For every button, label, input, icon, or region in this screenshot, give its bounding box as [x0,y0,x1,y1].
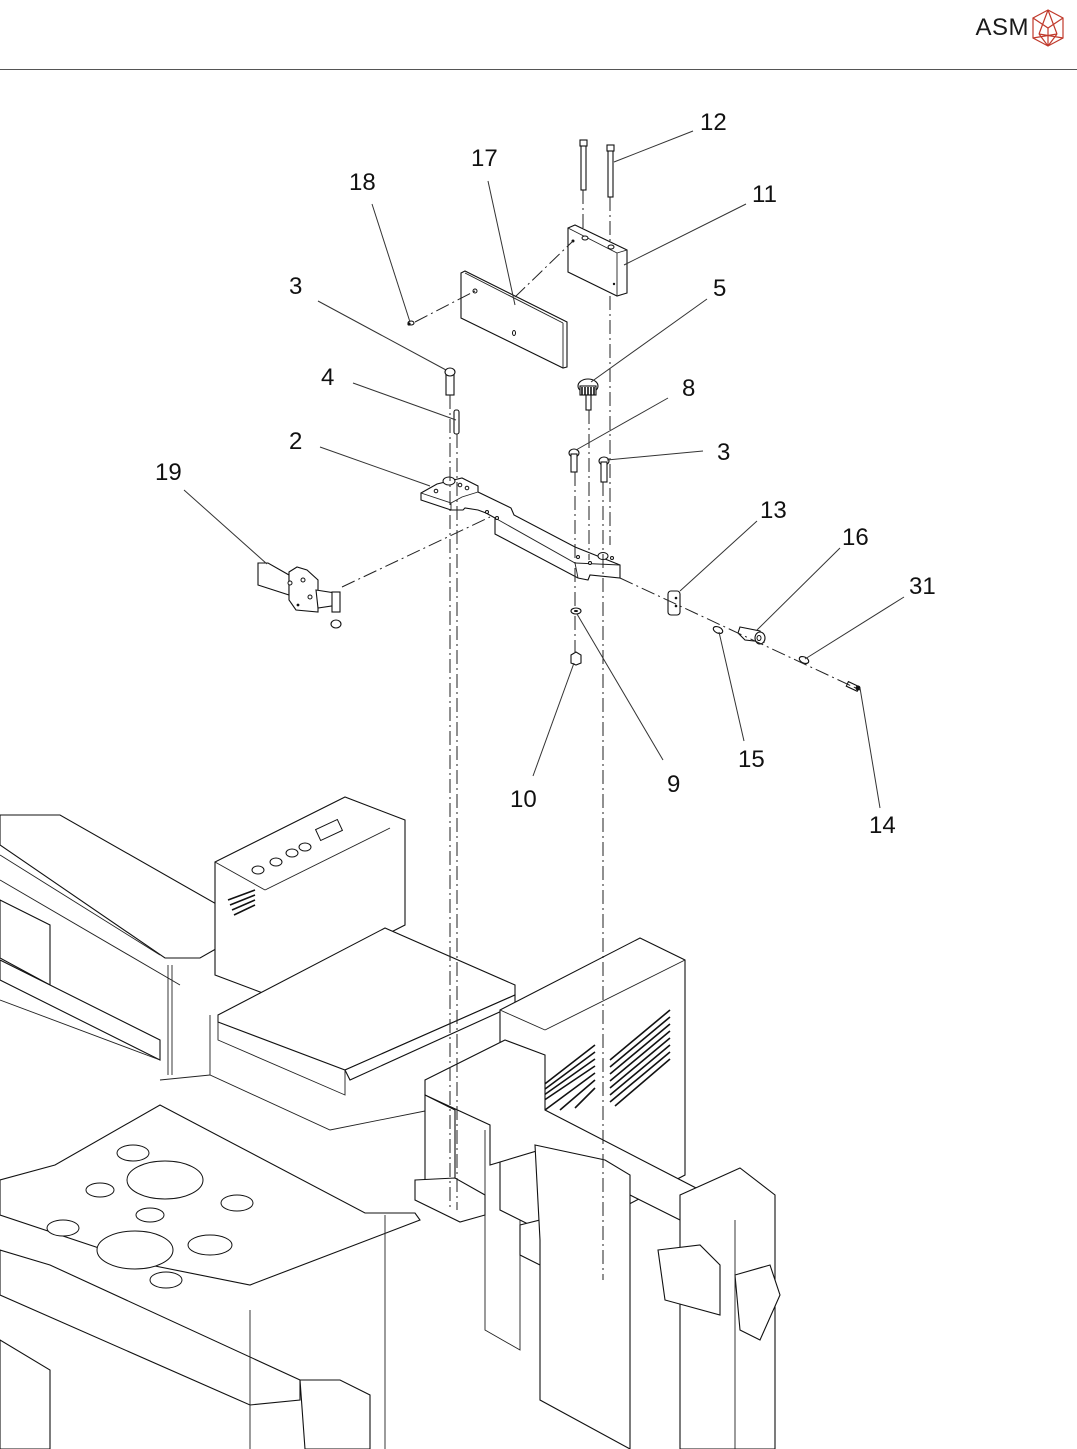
callout-2: 2 [289,428,302,455]
callout-31: 31 [909,573,936,600]
callout-17: 17 [471,145,498,172]
callout-13: 13 [760,497,787,524]
callout-4: 4 [321,364,334,391]
callout-3-lower: 3 [717,439,730,466]
callout-3-upper: 3 [289,273,302,300]
callouts: 12 17 18 11 3 5 4 8 2 3 19 13 16 31 15 9… [155,109,936,839]
part-10-nut [571,652,581,665]
callout-11: 11 [752,181,777,208]
part-5-knob [578,379,598,410]
callout-5: 5 [713,275,726,302]
leader-lines [184,131,904,808]
part-12-screws [580,140,614,197]
callout-12: 12 [700,109,727,136]
part-14-screw [846,682,860,692]
part-19-toggle-clamp [258,563,341,628]
part-9-washer [571,608,581,614]
part-16-roller [738,627,765,644]
callout-8: 8 [682,375,695,402]
part-8-screw [569,449,579,472]
callout-16: 16 [842,524,869,551]
part-3-screw-right [599,457,609,482]
callout-10: 10 [510,786,537,813]
part-11-block [568,225,627,296]
part-15-pin [712,625,724,635]
part-18-pin [407,321,414,326]
callout-14: 14 [869,812,896,839]
callout-18: 18 [349,169,376,196]
part-4-pin [454,410,459,434]
part-3-screw-left [445,368,455,395]
callout-19: 19 [155,459,182,486]
callout-9: 9 [667,771,680,798]
part-2-bracket [421,477,620,580]
callout-15: 15 [738,746,765,773]
part-17-plate [461,271,567,368]
